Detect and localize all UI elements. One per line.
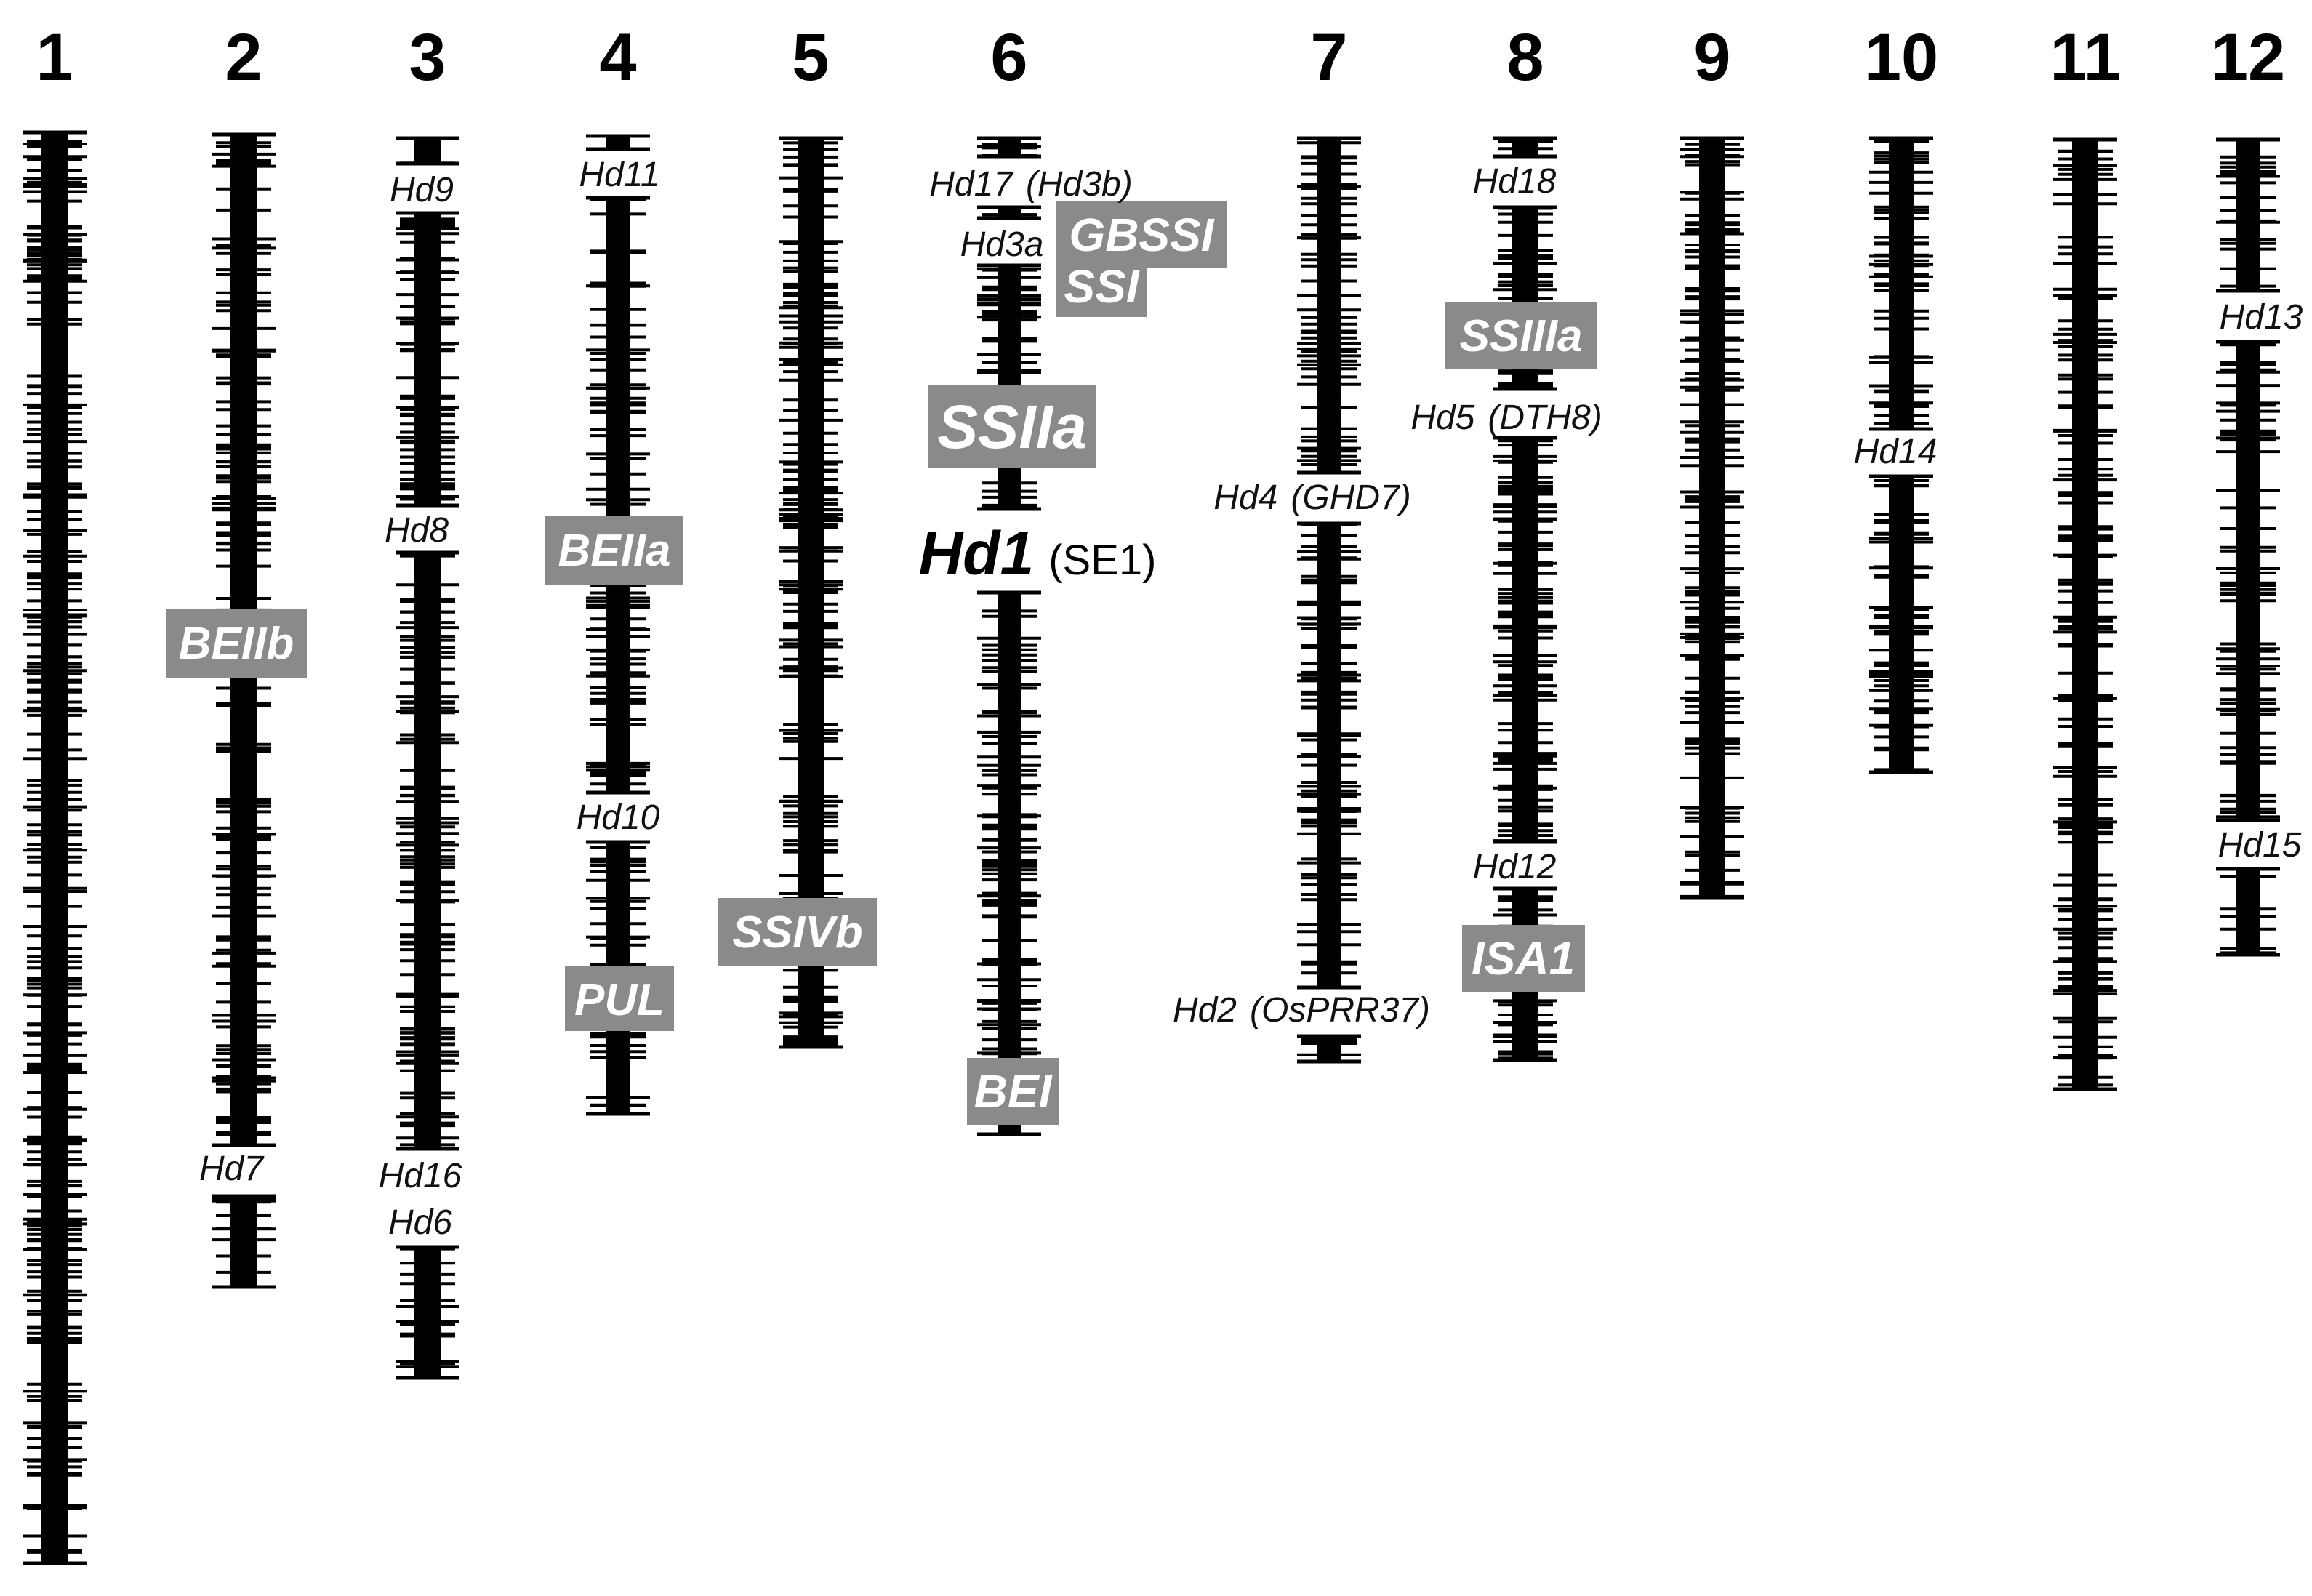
qtl-hd1-alias: (SE1) <box>1048 537 1156 584</box>
chromosome-label-10: 10 <box>1864 20 1938 95</box>
gene-ssi-label: SSI <box>1064 260 1139 313</box>
chromosome-segment <box>414 213 441 505</box>
chromosome-segment <box>1512 438 1538 842</box>
gene-ssivb-label: SSIVb <box>732 907 862 958</box>
qtl-hd15: Hd15 <box>2218 826 2302 865</box>
chromosome-8 <box>1493 136 1557 1062</box>
qtl-hd17-alias: (Hd3b) <box>1026 165 1133 204</box>
chromosome-segment <box>414 138 441 164</box>
chromosome-label-11: 11 <box>2050 20 2120 95</box>
chromosome-label-8: 8 <box>1506 20 1544 95</box>
gene-beiib: BEIIb <box>166 609 307 678</box>
chromosome-1 <box>23 130 87 1565</box>
chromosome-bars <box>23 130 2280 1565</box>
qtl-hd17: Hd17 <box>929 165 1014 204</box>
gene-beiia-label: BEIIa <box>558 526 670 576</box>
gene-ssivb: SSIVb <box>718 898 877 966</box>
qtl-hd13: Hd13 <box>2220 298 2303 337</box>
qtl-labels: Hd9 Hd8 Hd16 Hd6 Hd7 Hd11 Hd10 Hd17 (Hd3… <box>199 156 2303 1242</box>
qtl-hd14: Hd14 <box>1854 433 1938 471</box>
chromosome-segment <box>2236 140 2260 291</box>
chromosome-label-9: 9 <box>1693 20 1730 95</box>
chromosome-label-6: 6 <box>990 20 1027 95</box>
gene-pul-label: PUL <box>574 975 665 1025</box>
chromosome-label-5: 5 <box>792 20 829 95</box>
gene-gbssi-label: GBSSI <box>1069 209 1214 261</box>
qtl-hd2-alias: (OsPRR37) <box>1250 991 1430 1030</box>
chromosome-segment <box>1317 138 1341 473</box>
chromosome-label-4: 4 <box>599 20 636 95</box>
qtl-hd18: Hd18 <box>1473 162 1557 201</box>
chromosome-segment <box>414 1247 441 1378</box>
qtl-hd1-line: Hd1 (SE1) <box>919 519 1157 588</box>
chromosome-5 <box>779 136 843 1049</box>
chromosome-10 <box>1869 136 1933 774</box>
chromosome-label-12: 12 <box>2211 20 2285 95</box>
gene-ssiia: SSIIa <box>928 385 1096 468</box>
gene-pul: PUL <box>565 966 674 1031</box>
chromosome-segment <box>1889 476 1914 772</box>
qtl-hd17-line: Hd17 (Hd3b) <box>929 165 1132 204</box>
chromosome-2 <box>212 132 276 1289</box>
qtl-hd4-line: Hd4 (GHD7) <box>1213 478 1410 517</box>
qtl-hd4-alias: (GHD7) <box>1291 478 1410 517</box>
chromosome-label-2: 2 <box>225 20 262 95</box>
gene-isa1: ISA1 <box>1462 925 1585 992</box>
gene-isa1-label: ISA1 <box>1472 932 1575 985</box>
qtl-hd8: Hd8 <box>385 511 449 550</box>
chromosome-headers: 1 2 3 4 5 6 7 8 9 10 11 12 <box>36 20 2285 95</box>
qtl-hd16: Hd16 <box>379 1157 462 1195</box>
chromosome-label-7: 7 <box>1310 20 1347 95</box>
gene-beiia: BEIIa <box>545 516 683 585</box>
chromosome-11 <box>2053 137 2117 1091</box>
chromosome-label-3: 3 <box>409 20 446 95</box>
chromosome-label-1: 1 <box>36 20 73 95</box>
chromosome-3 <box>396 136 459 1380</box>
gene-bei-label: BEI <box>974 1065 1053 1118</box>
qtl-hd11: Hd11 <box>579 156 659 194</box>
chromosome-6 <box>977 136 1041 1136</box>
chromosome-segment <box>41 132 68 1563</box>
gene-ssiia-label: SSIIa <box>937 393 1086 461</box>
qtl-hd3a: Hd3a <box>960 225 1044 264</box>
qtl-hd7: Hd7 <box>199 1150 265 1188</box>
qtl-hd9: Hd9 <box>390 171 454 209</box>
qtl-hd4: Hd4 <box>1213 478 1277 517</box>
chromosome-9 <box>1680 136 1744 900</box>
qtl-hd6: Hd6 <box>388 1203 452 1242</box>
gene-ssiiia: SSIIIa <box>1445 302 1597 369</box>
gene-boxes: BEIIb BEIIa PUL SSIVb GBSSI SSI SSIIa B <box>166 201 1597 1125</box>
chromosome-7 <box>1297 136 1361 1064</box>
chromosome-segment <box>606 136 630 149</box>
chromosome-segment <box>2236 869 2260 955</box>
gene-ssi: SSI <box>1056 256 1147 317</box>
qtl-hd1: Hd1 <box>919 519 1035 588</box>
qtl-hd10: Hd10 <box>577 798 660 837</box>
qtl-hd5: Hd5 <box>1410 398 1474 437</box>
gene-ssiiia-label: SSIIIa <box>1460 311 1583 361</box>
chromosome-12 <box>2216 137 2280 957</box>
gene-bei: BEI <box>967 1058 1059 1125</box>
qtl-hd12: Hd12 <box>1473 848 1557 886</box>
qtl-hd5-alias: (DTH8) <box>1488 398 1602 437</box>
qtl-hd2-line: Hd2 (OsPRR37) <box>1173 991 1430 1030</box>
qtl-hd2: Hd2 <box>1173 991 1237 1030</box>
qtl-hd5-line: Hd5 (DTH8) <box>1410 398 1602 437</box>
gene-beiib-label: BEIIb <box>179 619 294 669</box>
